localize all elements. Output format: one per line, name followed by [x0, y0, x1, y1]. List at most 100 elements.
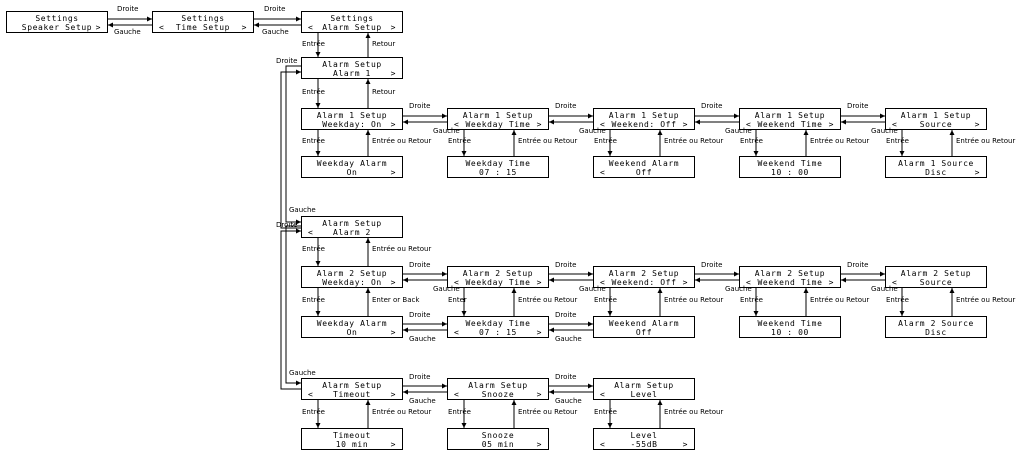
edge-droite: Droite — [409, 373, 431, 381]
screen-a2-we: Alarm 2 Setup<Weekend: Off> — [593, 266, 695, 288]
screen-value-row: On> — [302, 328, 402, 337]
screen-title: Snooze — [481, 431, 515, 440]
right-arrow: > — [390, 23, 396, 32]
screen-value: On — [346, 168, 358, 177]
edge-droite: Droite — [264, 5, 286, 13]
edge-droite: Droite — [555, 311, 577, 319]
edge-droite: Droite — [409, 102, 431, 110]
edge-entree-ou-retour: Entrée ou Retour — [372, 245, 432, 253]
screen-value-row: Off — [594, 328, 694, 337]
screen-value: Off — [635, 168, 653, 177]
edge-gauche: Gauche — [579, 285, 606, 293]
right-arrow: > — [390, 440, 396, 449]
edge-gauche: Gauche — [555, 335, 582, 343]
edge-entree-ou-retour: Entrée ou Retour — [664, 408, 724, 416]
edge-gauche: Gauche — [289, 206, 316, 214]
edge-entree-ou-retour: Entrée ou Retour — [518, 296, 578, 304]
right-arrow: > — [95, 23, 101, 32]
edge-gauche: Gauche — [555, 397, 582, 405]
screen-title: Alarm Setup — [614, 381, 674, 390]
right-arrow — [829, 328, 834, 337]
screen-value: Alarm Setup — [322, 23, 382, 32]
screen-a1-we: Alarm 1 Setup<Weekend: Off> — [593, 108, 695, 130]
right-arrow: > — [536, 120, 542, 129]
screen-value-row: 10 min> — [302, 440, 402, 449]
edge-entree: Entrée — [302, 296, 325, 304]
left-arrow: < — [308, 390, 314, 399]
edge-droite: Droite — [409, 311, 431, 319]
screen-snooze-val: Snooze 05 min> — [447, 428, 549, 450]
edge-droite: Droite — [276, 221, 298, 229]
edge-gauche: Gauche — [262, 28, 289, 36]
screen-title: Alarm Setup — [468, 381, 528, 390]
screen-value-row: <Weekday Time> — [448, 120, 548, 129]
edge-entree: Entrée — [448, 137, 471, 145]
edge-gauche: Gauche — [409, 397, 436, 405]
left-arrow: < — [600, 278, 606, 287]
screen-value-row: <Timeout> — [302, 390, 402, 399]
left-arrow: < — [159, 23, 165, 32]
left-arrow — [454, 440, 459, 449]
connector-arrow — [285, 225, 301, 386]
screen-title: Alarm 2 Setup — [608, 269, 680, 278]
edge-droite: Droite — [847, 261, 869, 269]
screen-value: Weekend Time — [757, 278, 823, 287]
screen-value: Weekday Time — [465, 278, 531, 287]
screen-value-row: <Weekend: Off> — [594, 120, 694, 129]
edge-entree-ou-retour: Entrée ou Retour — [518, 408, 578, 416]
screen-title: Alarm 2 Source — [898, 319, 974, 328]
right-arrow: > — [828, 120, 834, 129]
screen-value: Off — [635, 328, 653, 337]
screen-title: Weekday Time — [465, 319, 531, 328]
screen-value-row: <Time Setup> — [153, 23, 253, 32]
right-arrow — [683, 390, 688, 399]
edge-entree-ou-retour: Entrée ou Retour — [664, 137, 724, 145]
screen-value-row: <Alarm 2 — [302, 228, 402, 237]
screen-a2-wdt-val: Weekday Time<07 : 15> — [447, 316, 549, 338]
screen-title: Timeout — [333, 431, 371, 440]
screen-value: Disc — [925, 328, 947, 337]
screen-value: Timeout — [333, 390, 371, 399]
edge-droite: Droite — [117, 5, 139, 13]
screen-value-row: Alarm 1> — [302, 69, 402, 78]
edge-droite: Droite — [701, 102, 723, 110]
edge-entree-ou-retour: Entrée ou Retour — [518, 137, 578, 145]
right-arrow: > — [390, 120, 396, 129]
edge-entree: Entrée — [302, 245, 325, 253]
screen-title: Settings — [35, 14, 79, 23]
screen-value-row: Disc> — [886, 168, 986, 177]
connector-arrow — [280, 228, 301, 390]
screen-value: -55dB — [630, 440, 658, 449]
screen-title: Weekday Alarm — [316, 159, 388, 168]
screen-value-row: On> — [302, 168, 402, 177]
edge-gauche: Gauche — [725, 127, 752, 135]
screen-value: Time Setup — [175, 23, 231, 32]
screen-title: Alarm 1 Setup — [462, 111, 534, 120]
screen-speaker: Settings Speaker Setup> — [6, 11, 108, 33]
screen-value-row: <07 : 15> — [448, 328, 548, 337]
screen-value: Weekend: Off — [611, 278, 677, 287]
screen-value: Speaker Setup — [21, 23, 93, 32]
screen-value: Alarm 2 — [333, 228, 371, 237]
edge-entree-ou-retour: Entrée ou Retour — [372, 137, 432, 145]
screen-title: Alarm Setup — [322, 381, 382, 390]
screen-value: Weekday: On — [322, 278, 382, 287]
screen-value: Level — [630, 390, 658, 399]
screen-value-row: <Alarm Setup> — [302, 23, 402, 32]
screen-title: Alarm 1 Setup — [754, 111, 826, 120]
screen-title: Weekday Time — [465, 159, 531, 168]
screen-title: Alarm 1 Setup — [608, 111, 680, 120]
edge-gauche: Gauche — [433, 127, 460, 135]
screen-a2-wet-val: Weekend Time 10 : 00 — [739, 316, 841, 338]
left-arrow — [308, 440, 313, 449]
left-arrow — [308, 278, 313, 287]
screen-value-row: <Weekend Time> — [740, 120, 840, 129]
left-arrow — [13, 23, 18, 32]
screen-title: Settings — [330, 14, 374, 23]
screen-value-row: <-55dB> — [594, 440, 694, 449]
screen-level: Alarm Setup<Level — [593, 378, 695, 400]
screen-title: Alarm 1 Setup — [900, 111, 972, 120]
screen-a2-src-val: Alarm 2 Source Disc — [885, 316, 987, 338]
screen-title: Settings — [181, 14, 225, 23]
